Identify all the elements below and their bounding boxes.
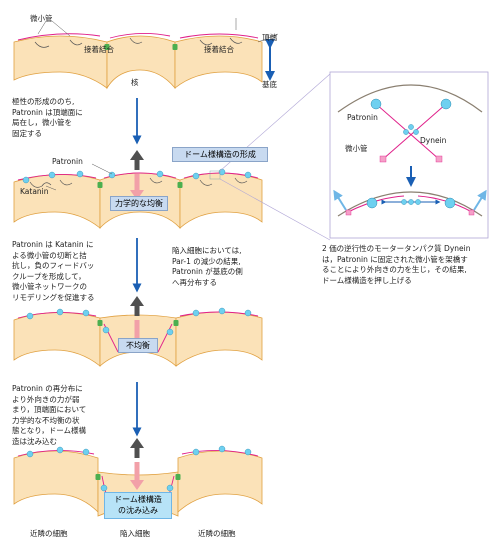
- label-adherens-left: 接着結合: [84, 45, 114, 54]
- inset-panel: [329, 71, 489, 239]
- label-basal: 基底: [262, 80, 277, 89]
- label-adherens-right: 接着結合: [204, 45, 234, 54]
- upward-force-arrow-4: [130, 438, 144, 458]
- label-cell-center: 陥入細胞: [120, 529, 150, 538]
- box-dome-formation: ドーム様構造の形成: [172, 147, 268, 162]
- cell-row-1: [13, 33, 263, 90]
- label-patronin: Patronin: [52, 157, 83, 166]
- label-cell-left: 近隣の細胞: [30, 529, 68, 538]
- upward-force-arrow-3: [130, 296, 144, 316]
- box-imbalance: 不均衡: [118, 338, 158, 353]
- downward-force-arrow-4: [130, 462, 144, 490]
- upward-force-arrow: [130, 150, 144, 170]
- label-katanin: Katanin: [20, 187, 49, 196]
- step2-text: Patronin は Katanin による微小管の切断と拮抗し，負のフィードバ…: [12, 240, 95, 302]
- inset-label-patronin: Patronin: [347, 113, 378, 122]
- step2-right-text: 陥入細胞においては,Par-1 の減少の結果,Patronin が基底の側へ再分…: [172, 246, 243, 287]
- step3-text: Patronin の再分布により外向きの力が弱まり，頂端面において力学的な不均衡…: [12, 384, 87, 446]
- label-cell-right: 近隣の細胞: [198, 529, 236, 538]
- downward-force-arrow: [130, 174, 144, 200]
- box-mechanical-balance: 力学的な均衡: [110, 196, 168, 211]
- label-microtubule: 微小管: [30, 14, 53, 23]
- step1-text: 極性の形成ののち,Patronin は頂端面に局在し，微小管を固定する: [12, 97, 83, 138]
- box-dome-sinking: ドーム様構造の沈み込み: [104, 492, 172, 519]
- label-apical: 頂端: [262, 33, 277, 42]
- inset-label-microtubule: 微小管: [345, 144, 368, 153]
- label-nucleus: 核: [131, 78, 139, 87]
- inset-label-dynein: Dynein: [420, 136, 447, 145]
